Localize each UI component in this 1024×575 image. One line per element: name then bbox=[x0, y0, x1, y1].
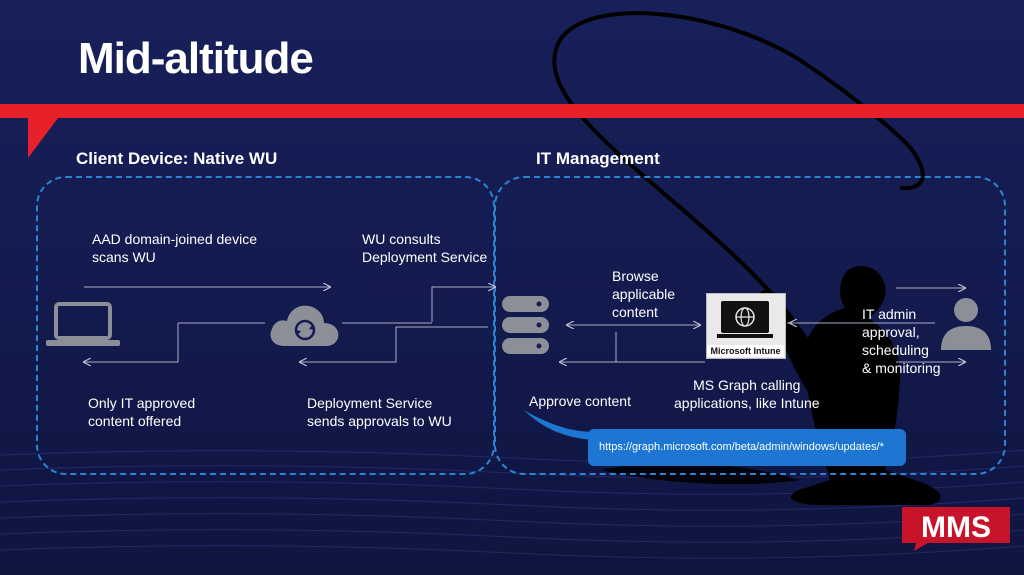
slide-title: Mid-altitude bbox=[78, 34, 314, 83]
red-accent-bar bbox=[0, 104, 1024, 118]
svg-text:MMS: MMS bbox=[921, 511, 991, 544]
label-approve: Approve content bbox=[529, 393, 631, 409]
section-title-client: Client Device: Native WU bbox=[76, 149, 278, 168]
database-icon bbox=[502, 296, 549, 354]
arrow-send-approvals bbox=[300, 326, 488, 362]
url-callout bbox=[588, 429, 906, 466]
arrow-consult-ds bbox=[431, 287, 495, 322]
laptop-icon bbox=[46, 302, 120, 346]
line-approve bbox=[615, 332, 705, 363]
fishing-line bbox=[552, 11, 925, 320]
mms-logo: MMS bbox=[902, 507, 1010, 551]
section-title-it: IT Management bbox=[536, 149, 660, 168]
it-management-group bbox=[494, 176, 1006, 475]
globe-icon bbox=[717, 301, 773, 338]
arrow-offer-content bbox=[84, 323, 179, 362]
intune-label: Microsoft Intune bbox=[707, 345, 784, 357]
graph-url: https://graph.microsoft.com/beta/admin/w… bbox=[599, 441, 884, 453]
callout-tail bbox=[524, 410, 594, 440]
red-accent-flag bbox=[28, 118, 58, 158]
cloud-sync-icon bbox=[270, 305, 339, 346]
user-icon bbox=[941, 298, 991, 350]
fisherman-silhouette bbox=[759, 266, 941, 505]
